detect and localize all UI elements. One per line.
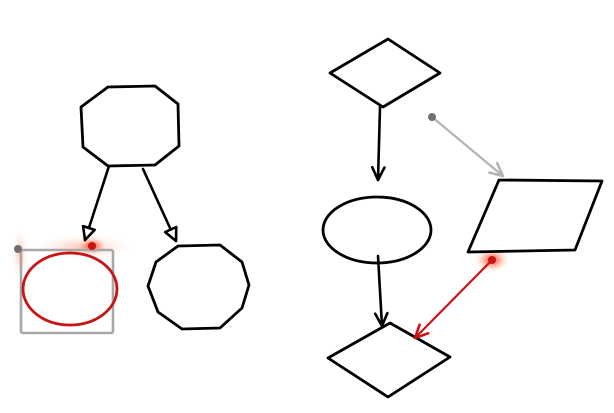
arrowhead-icon: [81, 224, 96, 242]
connector-start-handle[interactable]: [14, 245, 22, 253]
arrowhead-icon: [370, 165, 386, 182]
arrowhead-icon: [373, 311, 389, 328]
parallelogram-to-diamond-connector[interactable]: [413, 258, 494, 340]
connectors-layer: [81, 105, 505, 340]
shapes-layer: [21, 37, 604, 399]
octagon-to-circle-connector[interactable]: [81, 164, 111, 242]
arrowhead-icon: [488, 161, 505, 178]
selection-box[interactable]: [19, 248, 115, 335]
connector-end-handle[interactable]: [88, 242, 96, 250]
octagon-top-left-shape[interactable]: [79, 84, 181, 168]
diamond-top-shape[interactable]: [328, 37, 442, 109]
parallelogram-anchor-handle[interactable]: [488, 256, 496, 264]
ellipse-to-diamond-connector[interactable]: [373, 254, 389, 328]
arrowhead-icon: [413, 323, 430, 340]
parallelogram-right-shape[interactable]: [466, 178, 604, 254]
handles-layer: [14, 113, 496, 264]
diamond-bottom-shape[interactable]: [326, 321, 452, 399]
arrowhead-icon: [163, 225, 178, 243]
ghost-connector-handle[interactable]: [428, 113, 436, 121]
ellipse-mid-shape[interactable]: [321, 195, 433, 265]
octagon-bottom-mid-shape[interactable]: [146, 243, 251, 331]
ghost-connector-connector[interactable]: [430, 115, 505, 178]
octagon-to-octagon-connector[interactable]: [141, 167, 178, 243]
diamond-to-ellipse-connector[interactable]: [370, 105, 386, 182]
selection-layer: [19, 248, 115, 335]
circle-selected-shape[interactable]: [21, 251, 119, 327]
